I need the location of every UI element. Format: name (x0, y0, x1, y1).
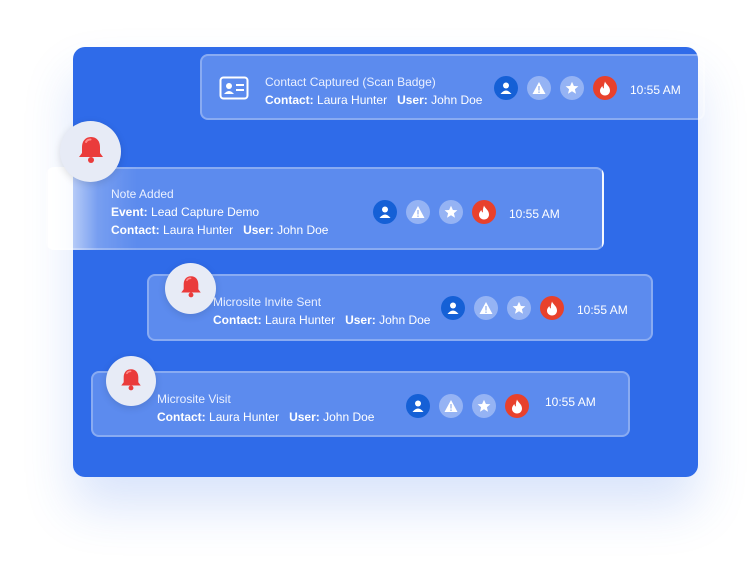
user-label: User: (345, 313, 376, 327)
activity-details: Contact: Laura Hunter User: John Doe (213, 313, 430, 327)
bell-avatar (60, 121, 121, 182)
activity-title: Microsite Visit (157, 392, 231, 406)
contact-name: Laura Hunter (209, 410, 280, 424)
user-name: John Doe (323, 410, 375, 424)
contact-label: Contact: (265, 93, 314, 107)
contact-label: Contact: (157, 410, 206, 424)
contact-label: Contact: (213, 313, 262, 327)
user-label: User: (397, 93, 428, 107)
contact-name: Laura Hunter (163, 223, 234, 237)
warning-icon[interactable] (527, 76, 551, 100)
warning-icon[interactable] (474, 296, 498, 320)
warning-icon[interactable] (406, 200, 430, 224)
bell-avatar (106, 356, 156, 406)
fire-icon[interactable] (540, 296, 564, 320)
warning-icon[interactable] (439, 394, 463, 418)
activity-title: Note Added (111, 187, 174, 201)
activity-time: 10:55 AM (577, 303, 628, 317)
user-name: John Doe (431, 93, 483, 107)
fire-icon[interactable] (472, 200, 496, 224)
activity-time: 10:55 AM (630, 83, 681, 97)
user-icon[interactable] (441, 296, 465, 320)
user-name: John Doe (277, 223, 329, 237)
activity-card-microsite-visit[interactable]: Microsite Visit Contact: Laura Hunter Us… (91, 371, 630, 437)
bell-icon (178, 273, 204, 304)
activity-details: Contact: Laura Hunter User: John Doe (111, 223, 328, 237)
activity-card-note-added[interactable]: Note Added Event: Lead Capture Demo Cont… (46, 167, 604, 250)
star-icon[interactable] (560, 76, 584, 100)
status-icons (441, 296, 564, 320)
bell-icon (118, 366, 144, 397)
contact-name: Laura Hunter (317, 93, 388, 107)
user-label: User: (243, 223, 274, 237)
activity-event: Event: Lead Capture Demo (111, 205, 259, 219)
status-icons (494, 76, 617, 100)
contact-label: Contact: (111, 223, 160, 237)
user-icon[interactable] (494, 76, 518, 100)
activity-panel (73, 47, 698, 477)
status-icons (406, 394, 529, 418)
star-icon[interactable] (507, 296, 531, 320)
contact-name: Laura Hunter (265, 313, 336, 327)
event-label: Event: (111, 205, 148, 219)
activity-title: Microsite Invite Sent (213, 295, 322, 309)
user-name: John Doe (379, 313, 431, 327)
bell-icon (75, 133, 107, 170)
user-label: User: (289, 410, 320, 424)
activity-details: Contact: Laura Hunter User: John Doe (157, 410, 374, 424)
activity-card-microsite-invite[interactable]: Microsite Invite Sent Contact: Laura Hun… (147, 274, 653, 341)
user-icon[interactable] (373, 200, 397, 224)
star-icon[interactable] (472, 394, 496, 418)
activity-details: Contact: Laura Hunter User: John Doe (265, 93, 482, 107)
activity-card-contact-captured[interactable]: Contact Captured (Scan Badge) Contact: L… (200, 54, 705, 120)
star-icon[interactable] (439, 200, 463, 224)
activity-time: 10:55 AM (545, 395, 596, 409)
activity-title: Contact Captured (Scan Badge) (265, 75, 436, 89)
id-card-icon (219, 76, 249, 105)
fire-icon[interactable] (593, 76, 617, 100)
user-icon[interactable] (406, 394, 430, 418)
bell-avatar (165, 263, 216, 314)
fire-icon[interactable] (505, 394, 529, 418)
activity-time: 10:55 AM (509, 207, 560, 221)
status-icons (373, 200, 496, 224)
event-name: Lead Capture Demo (151, 205, 260, 219)
